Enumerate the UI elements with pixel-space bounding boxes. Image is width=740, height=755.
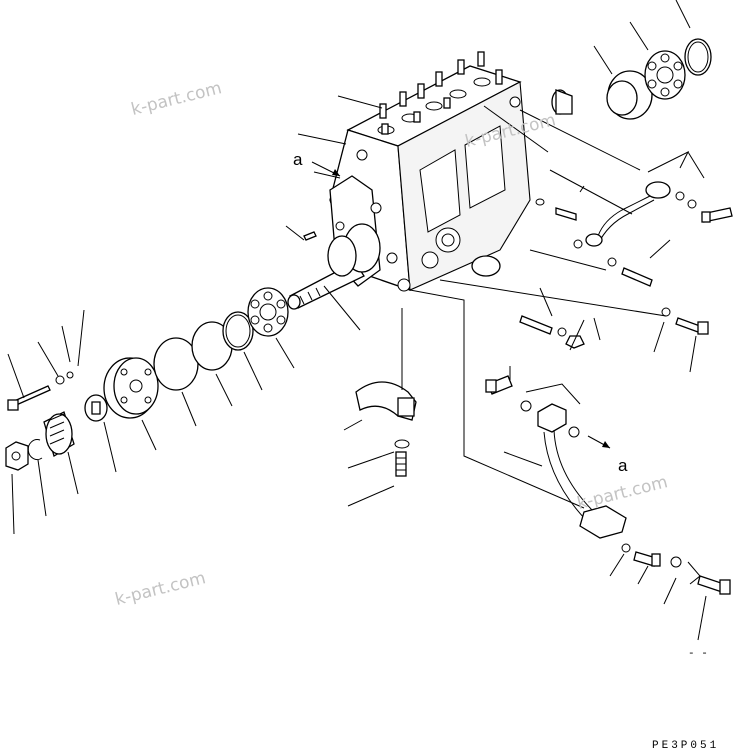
- leader-lines: [7, 0, 707, 641]
- reference-label-a-lower: a: [618, 456, 628, 475]
- drive-side-parts: [5, 287, 289, 471]
- top-right-parts: [551, 38, 712, 120]
- pump-housing: [329, 65, 531, 292]
- oil-pipe-lower: [485, 375, 731, 595]
- camshaft: [287, 223, 381, 310]
- oil-pipe-upper: [519, 181, 733, 349]
- pump-bracket: [355, 381, 417, 477]
- drawing-code: PE3P051: [652, 740, 720, 752]
- reference-arrows: [311, 161, 611, 449]
- reference-label-a-upper: a: [293, 150, 303, 169]
- corner-mark: - -: [688, 648, 708, 660]
- top-studs: [379, 51, 503, 135]
